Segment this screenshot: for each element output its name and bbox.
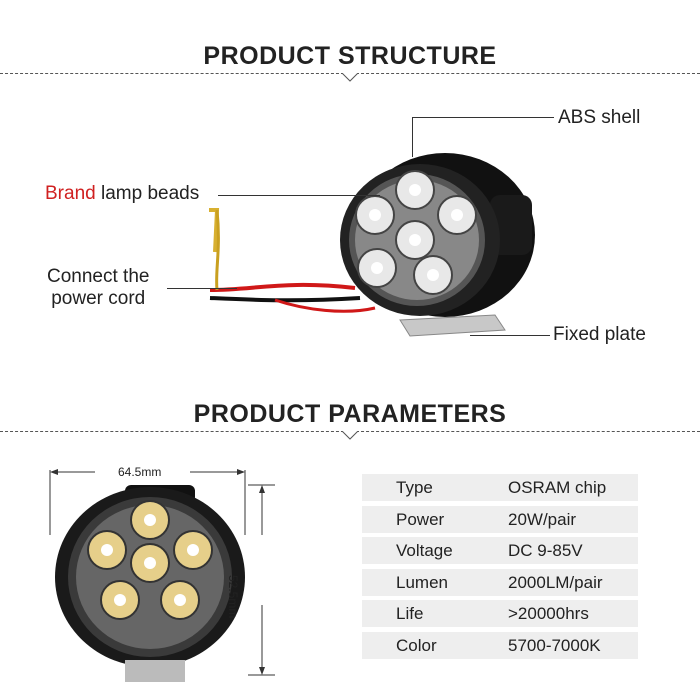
fixed-plate-label: Fixed plate [553, 324, 646, 345]
abs-shell-label: ABS shell [558, 107, 641, 128]
height-dimension: 52.5mm [226, 575, 240, 619]
power-cord-line1: Connect the [47, 266, 150, 287]
lamp-beads-brand: Brand [45, 183, 96, 204]
param-row-voltage: Voltage DC 9-85V [362, 537, 638, 564]
param-label: Type [396, 478, 433, 497]
fixed-plate-leader [470, 335, 550, 336]
power-cord-label: Connect the power cord [47, 266, 149, 310]
param-label: Life [396, 604, 424, 623]
param-row-type: Type OSRAM chip [362, 474, 638, 501]
param-value: 2000LM/pair [508, 572, 603, 592]
param-value: DC 9-85V [508, 541, 583, 560]
power-cord-line2: power cord [51, 288, 146, 309]
lamp-front-image [49, 469, 275, 682]
param-value: 20W/pair [508, 509, 577, 529]
parameters-divider-notch [342, 431, 358, 440]
param-row-life: Life >20000hrs [362, 600, 638, 627]
param-value: OSRAM chip [508, 478, 607, 497]
param-value: >20000hrs [508, 604, 589, 623]
param-label: Color [396, 635, 437, 655]
width-dimension: 64.5mm [118, 465, 162, 479]
param-row-power: Power 20W/pair [362, 505, 638, 533]
abs-shell-leader-v [412, 117, 413, 157]
lamp-beads-label: Brand lamp beads [45, 183, 199, 205]
parameters-title: PRODUCT PARAMETERS [193, 400, 507, 428]
param-label: Power [396, 509, 445, 529]
structure-title: PRODUCT STRUCTURE [203, 42, 497, 70]
lamp-structure-image [209, 153, 535, 337]
param-label: Lumen [396, 572, 448, 592]
lamp-beads-leader [218, 195, 380, 196]
power-cord-leader [167, 288, 237, 289]
lamp-beads-text: lamp beads [95, 183, 200, 204]
structure-divider-notch [342, 73, 358, 82]
param-row-lumen: Lumen 2000LM/pair [362, 568, 638, 596]
param-value: 5700-7000K [508, 635, 601, 655]
abs-shell-leader-h [412, 117, 554, 118]
param-row-color: Color 5700-7000K [362, 631, 638, 659]
parameters-table: Type OSRAM chip Power 20W/pair Voltage D… [362, 474, 638, 663]
param-label: Voltage [396, 541, 453, 560]
